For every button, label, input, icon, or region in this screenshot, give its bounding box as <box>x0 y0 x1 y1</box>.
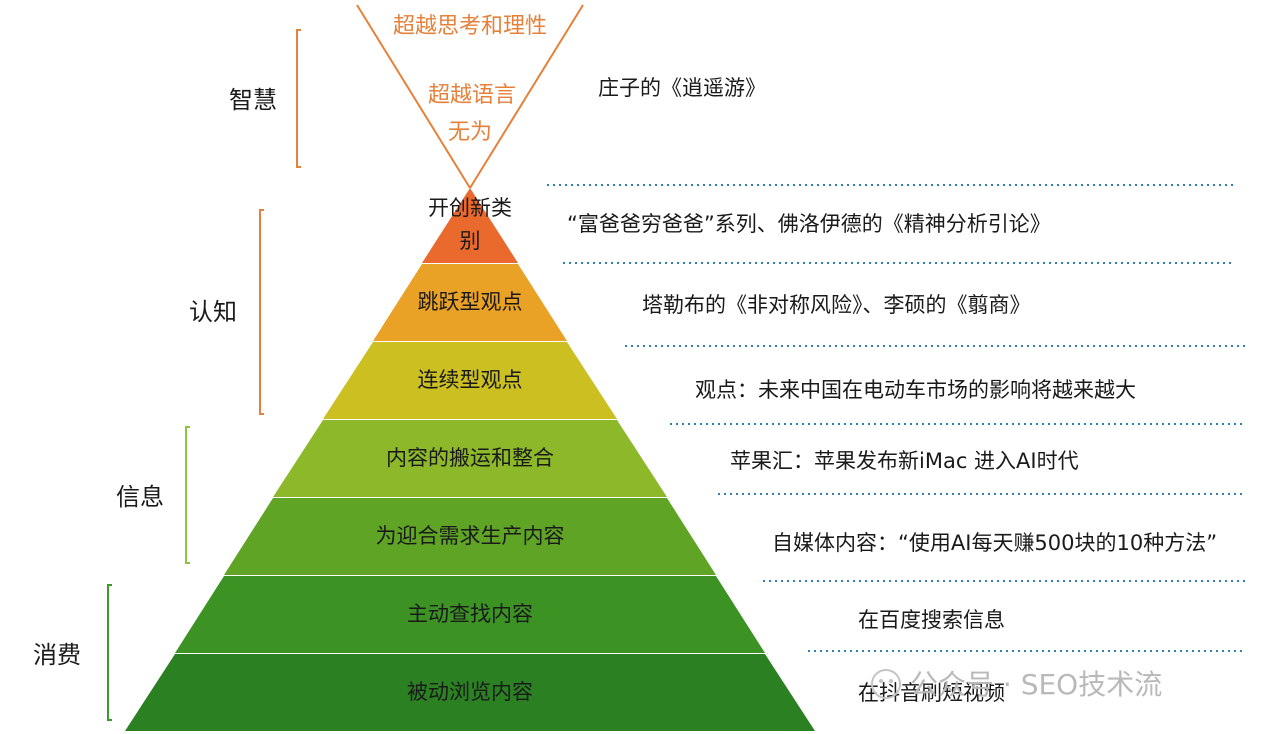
example-layer-3: 观点：未来中国在电动车市场的影响将越来越大 <box>695 378 1136 402</box>
example-layer-6: 在百度搜索信息 <box>858 608 1005 632</box>
top-line-1: 超越思考和理性 <box>393 14 547 39</box>
pyramid-layer-7 <box>125 654 815 731</box>
watermark: 公众号 · SEO技术流 <box>871 668 1162 701</box>
example-layer-5: 自媒体内容：“使用AI每天赚500块的10种方法” <box>772 531 1217 555</box>
bracket-consumption <box>107 584 112 721</box>
pyramid-layer-6 <box>175 576 765 653</box>
pyramid: 开创新类 别 跳跃型观点 连续型观点 内容的搬运和整合 为迎合需求生产内容 主动… <box>125 188 815 731</box>
watermark-text: 公众号 · SEO技术流 <box>910 668 1162 701</box>
pyramid-layer-4 <box>273 420 667 497</box>
layer-label-7: 被动浏览内容 <box>407 680 533 704</box>
category-brackets: 智慧 认知 信息 消费 <box>33 29 301 721</box>
wechat-icon-eye <box>889 679 893 683</box>
top-line-2: 超越语言 <box>428 83 516 108</box>
bracket-wisdom <box>296 29 301 168</box>
pyramid-top-line-2: 别 <box>460 229 481 253</box>
dotted-separators <box>547 184 1245 652</box>
pyramid-top-line-1: 开创新类 <box>428 196 512 220</box>
layer-label-2: 跳跃型观点 <box>418 290 523 314</box>
layer-label-3: 连续型观点 <box>418 368 523 392</box>
pyramid-layer-2 <box>373 264 567 341</box>
layer-label-4: 内容的搬运和整合 <box>386 446 554 470</box>
pyramid-layer-5 <box>224 498 716 575</box>
bracket-cognition <box>259 209 264 415</box>
examples: 庄子的《逍遥游》 “富爸爸穷爸爸”系列、佛洛伊德的《精神分析引论》 塔勒布的《非… <box>567 76 1217 705</box>
pyramid-layer-1 <box>422 188 518 263</box>
wechat-icon <box>871 669 901 699</box>
example-wisdom: 庄子的《逍遥游》 <box>598 76 766 100</box>
category-label-information: 信息 <box>116 483 164 511</box>
top-line-3: 无为 <box>448 120 492 145</box>
category-label-consumption: 消费 <box>33 641 81 669</box>
category-label-cognition: 认知 <box>189 298 237 326</box>
category-label-wisdom: 智慧 <box>229 86 277 114</box>
inverted-triangle-left-edge <box>356 4 471 189</box>
example-layer-4: 苹果汇：苹果发布新iMac 进入AI时代 <box>730 449 1079 473</box>
pyramid-layer-3 <box>323 342 617 419</box>
wechat-icon-eye <box>879 679 883 683</box>
example-layer-1: “富爸爸穷爸爸”系列、佛洛伊德的《精神分析引论》 <box>567 212 1051 236</box>
layer-label-6: 主动查找内容 <box>407 602 533 626</box>
layer-label-5: 为迎合需求生产内容 <box>376 524 565 548</box>
bracket-information <box>185 426 190 564</box>
wisdom-inverted-triangle: 超越思考和理性 超越语言 无为 <box>356 4 584 189</box>
inverted-triangle-right-edge <box>469 4 584 189</box>
example-layer-7: 在抖音刷短视频 <box>858 681 1005 705</box>
example-layer-2: 塔勒布的《非对称风险》、李硕的《翦商》 <box>642 293 1031 317</box>
